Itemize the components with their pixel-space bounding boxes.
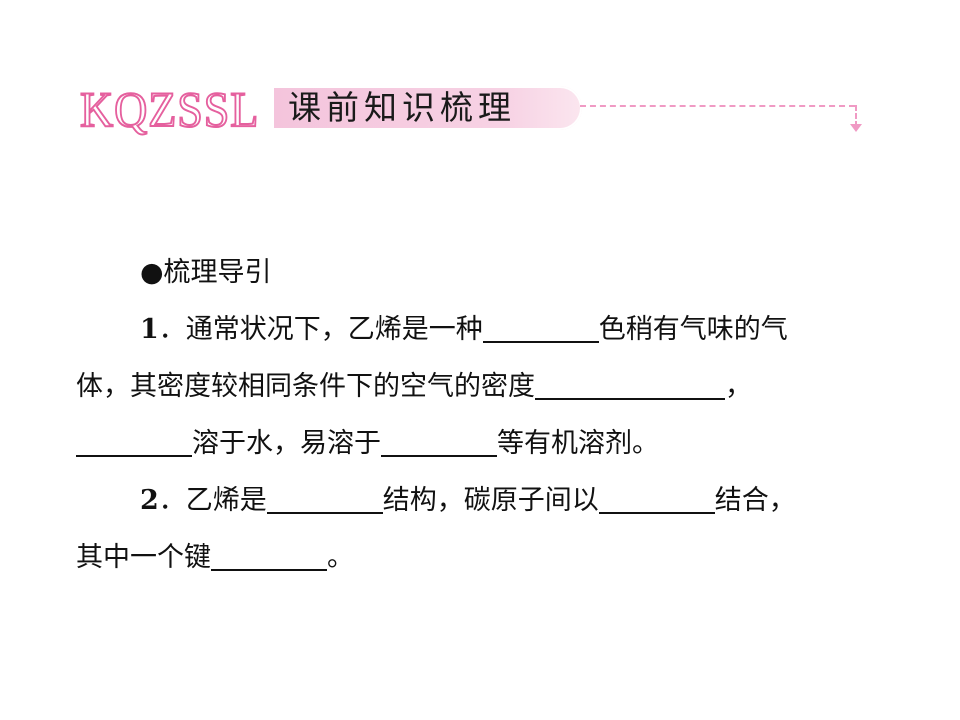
question-1-text-a: ．通常状况下，乙烯是一种 [158,314,483,345]
question-1-text-c: 体，其密度较相同条件下的空气的密度 [76,371,535,402]
answer-blank-6[interactable] [598,484,715,514]
question-2-text-d: 其中一个键 [76,542,211,573]
section-title: 课前知识梳理 [288,88,516,127]
question-1-line-2: 体，其密度较相同条件下的空气的密度 ， [76,358,896,415]
question-1-text-b: 色稍有气味的气 [598,314,788,345]
question-1-number: 1 [140,314,159,345]
answer-blank-5[interactable] [266,484,383,514]
brand-logo-text: KQZSSL [79,81,260,137]
question-2-text-a: ．乙烯是 [158,485,267,516]
answer-blank-3[interactable] [76,427,192,457]
guide-heading-text: ●梳理导引 [140,257,272,288]
question-1-text-f: 等有机溶剂。 [497,428,659,459]
question-2-text-e: 。 [327,542,354,573]
question-1-line-3: 溶于水，易溶于 等有机溶剂。 [76,415,896,472]
guide-heading: ●梳理导引 [76,244,896,301]
question-1-text-e: 溶于水，易溶于 [192,428,381,459]
question-2-number: 2 [140,485,159,516]
dashed-divider-drop [855,105,857,127]
answer-blank-2[interactable] [535,370,725,400]
question-2-line-1: 2．乙烯是 结构，碳原子间以 结合， [76,472,896,529]
question-2-line-2: 其中一个键 。 [76,529,896,586]
question-2-text-c: 结合， [714,485,796,516]
section-title-pill: 课前知识梳理 [272,86,582,130]
exercise-content: ●梳理导引 1．通常状况下，乙烯是一种 色稍有气味的气 体，其密度较相同条件下的空… [76,244,896,586]
section-header: KQZSSL 课前知识梳理 [79,81,870,140]
answer-blank-1[interactable] [482,313,599,343]
question-2-text-b: 结构，碳原子间以 [382,485,599,516]
down-arrow-icon [850,124,862,132]
answer-blank-4[interactable] [381,427,497,457]
answer-blank-7[interactable] [211,541,327,571]
dashed-divider [580,105,855,107]
question-1-text-d: ， [725,371,752,402]
question-1-line-1: 1．通常状况下，乙烯是一种 色稍有气味的气 [76,301,896,358]
